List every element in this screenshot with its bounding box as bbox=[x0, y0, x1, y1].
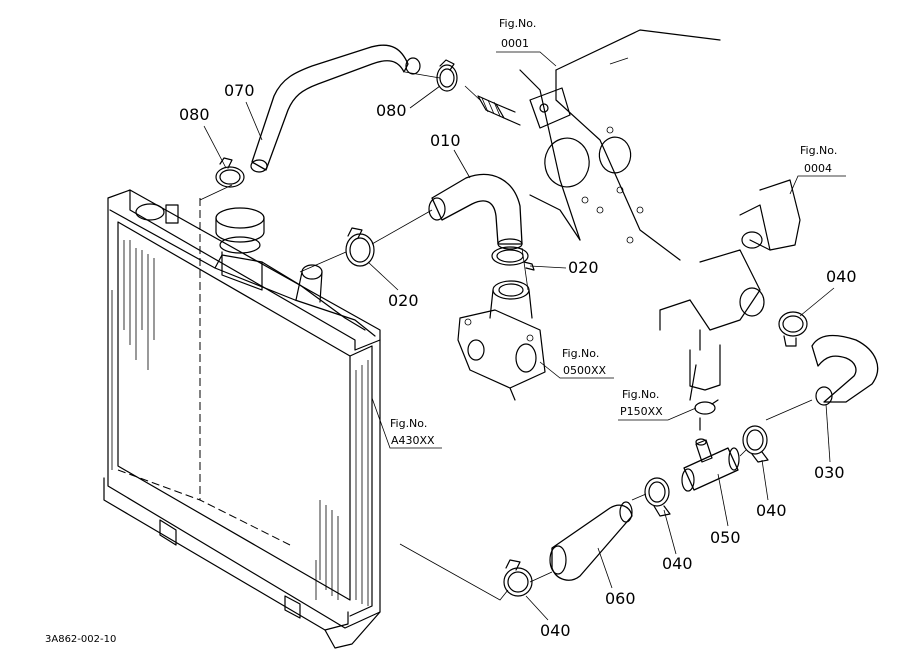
fig-p150-number: P150XX bbox=[620, 405, 663, 418]
hose-070 bbox=[250, 44, 421, 173]
leader-lines bbox=[199, 57, 813, 601]
label-020-left: 020 bbox=[388, 291, 419, 310]
fig-0001-number: 0001 bbox=[501, 37, 529, 50]
thermostat-housing bbox=[659, 179, 801, 401]
label-030: 030 bbox=[814, 463, 845, 482]
engine-block bbox=[477, 29, 721, 261]
fig-a430-title: Fig.No. bbox=[390, 417, 427, 430]
clamp-020-left bbox=[345, 227, 375, 267]
radiator bbox=[103, 189, 381, 649]
label-050: 050 bbox=[710, 528, 741, 547]
fig-0500-number: 0500XX bbox=[563, 364, 607, 377]
clamp-080-left bbox=[215, 157, 245, 188]
clamp-040-mid-right bbox=[742, 425, 769, 463]
hose-060 bbox=[549, 501, 633, 581]
label-040-upper: 040 bbox=[826, 267, 857, 286]
thermostat-0500 bbox=[457, 280, 546, 401]
label-080-right: 080 bbox=[376, 101, 407, 120]
label-040-bottom: 040 bbox=[540, 621, 571, 640]
clamp-040-upper bbox=[778, 311, 808, 347]
label-060: 060 bbox=[605, 589, 636, 608]
fig-p150-title: Fig.No. bbox=[622, 388, 659, 401]
part-labels: 070 080 080 010 020 020 040 030 040 050 … bbox=[179, 81, 857, 640]
drawing-code: 3A862-002-10 bbox=[45, 634, 116, 645]
label-010: 010 bbox=[430, 131, 461, 150]
hose-030 bbox=[811, 334, 879, 406]
pipe-050 bbox=[681, 417, 740, 492]
label-020-right: 020 bbox=[568, 258, 599, 277]
label-040-mid-left: 040 bbox=[662, 554, 693, 573]
clamp-020-right bbox=[491, 246, 535, 271]
fig-0500-title: Fig.No. bbox=[562, 347, 599, 360]
label-070: 070 bbox=[224, 81, 255, 100]
label-040-mid-right: 040 bbox=[756, 501, 787, 520]
fig-0001-title: Fig.No. bbox=[499, 17, 536, 30]
fig-0004-title: Fig.No. bbox=[800, 144, 837, 157]
fig-0004-number: 0004 bbox=[804, 162, 832, 175]
figure-references: Fig.No. 0001 Fig.No. 0004 Fig.No. 0500XX… bbox=[371, 17, 846, 449]
fig-a430-number: A430XX bbox=[391, 434, 435, 447]
hose-010 bbox=[428, 173, 523, 250]
clamp-040-bottom bbox=[503, 559, 533, 597]
clamp-p150 bbox=[694, 399, 719, 415]
clamp-040-mid-left bbox=[644, 477, 671, 517]
label-080-left: 080 bbox=[179, 105, 210, 124]
